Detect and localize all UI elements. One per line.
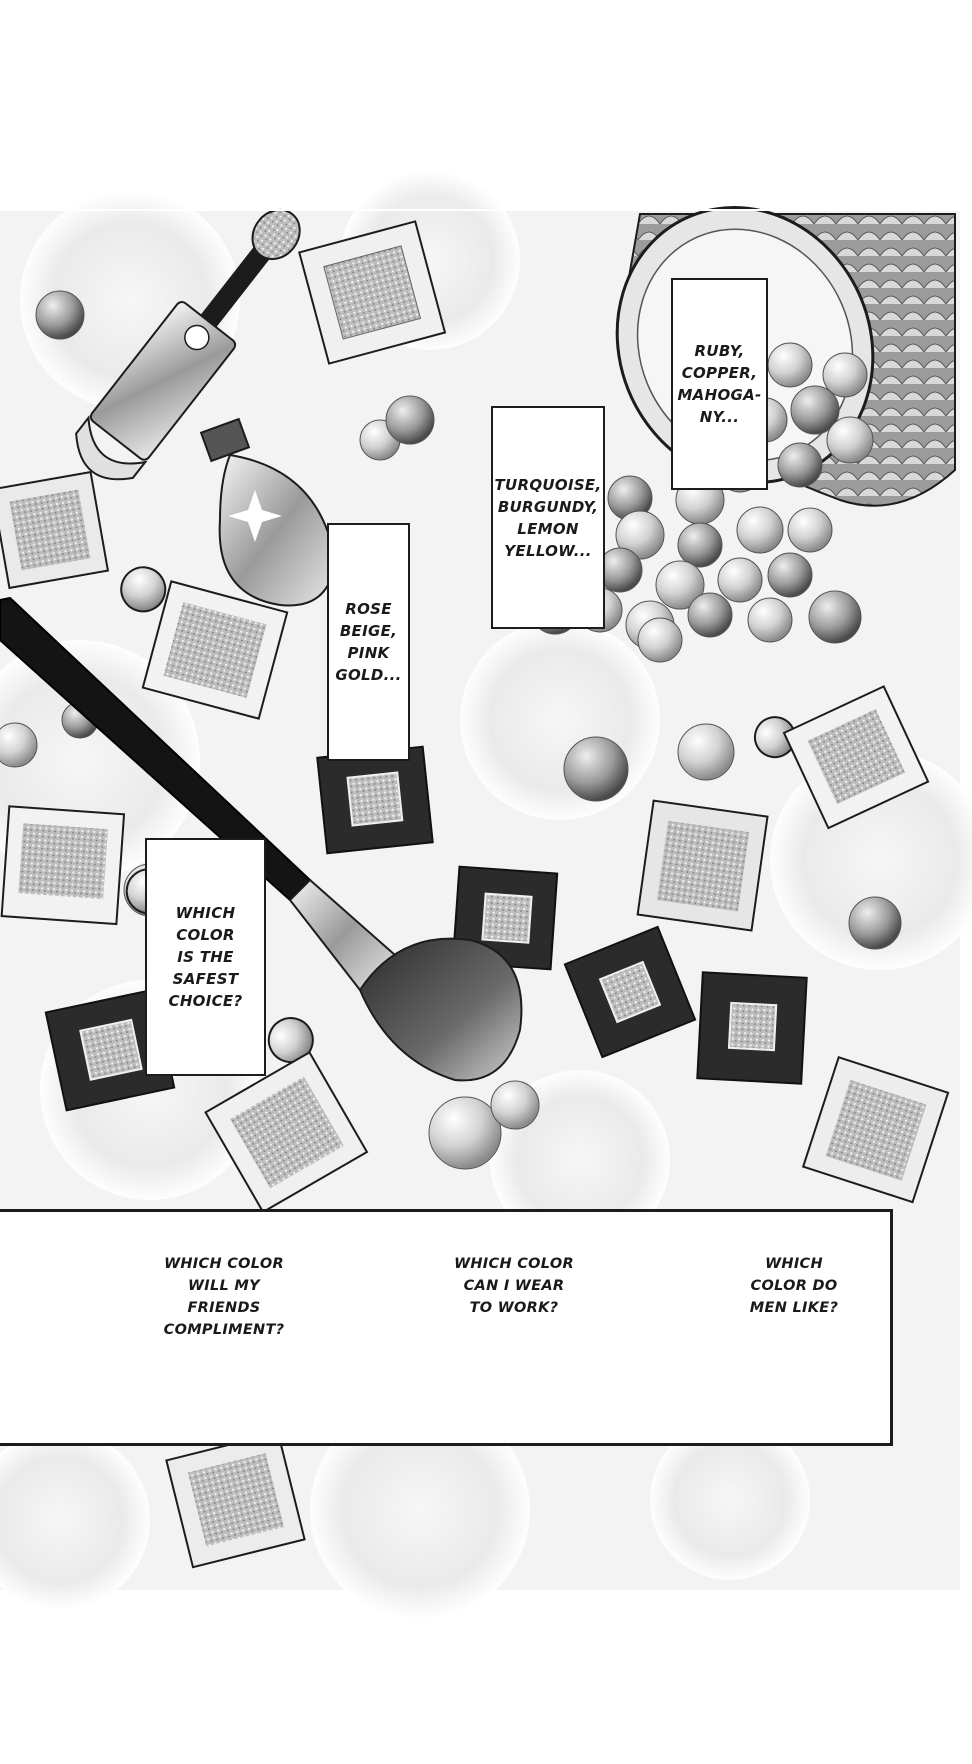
caption-box-ruby: RUBY, COPPER, MAHOGA- NY...: [671, 278, 768, 490]
question-friends: WHICH COLOR WILL MY FRIENDS COMPLIMENT?: [163, 1256, 285, 1338]
question-men: WHICH COLOR DO MEN LIKE?: [749, 1256, 839, 1316]
caption-box-turquoise: TURQUOISE, BURGUNDY, LEMON YELLOW...: [491, 406, 605, 629]
question-work: WHICH COLOR CAN I WEAR TO WORK?: [454, 1256, 574, 1316]
perfume-bottle-icon: [199, 417, 337, 607]
caption-box-safest: WHICH COLOR IS THE SAFEST CHOICE?: [145, 838, 266, 1076]
caption-box-rose: ROSE BEIGE, PINK GOLD...: [327, 523, 410, 761]
caption-text: TURQUOISE, BURGUNDY, LEMON YELLOW...: [494, 475, 602, 560]
makeup-brush-icon: [0, 596, 523, 1082]
caption-text: WHICH COLOR IS THE SAFEST CHOICE?: [168, 904, 243, 1010]
eyeshadow-compact-icon: [0, 220, 950, 1569]
caption-text: ROSE BEIGE, PINK GOLD...: [335, 600, 402, 684]
lip-gloss-icon: [75, 208, 301, 481]
caption-text: RUBY, COPPER, MAHOGA- NY...: [677, 342, 762, 426]
question-banner: WHICH COLOR WILL MY FRIENDS COMPLIMENT? …: [0, 1209, 893, 1446]
